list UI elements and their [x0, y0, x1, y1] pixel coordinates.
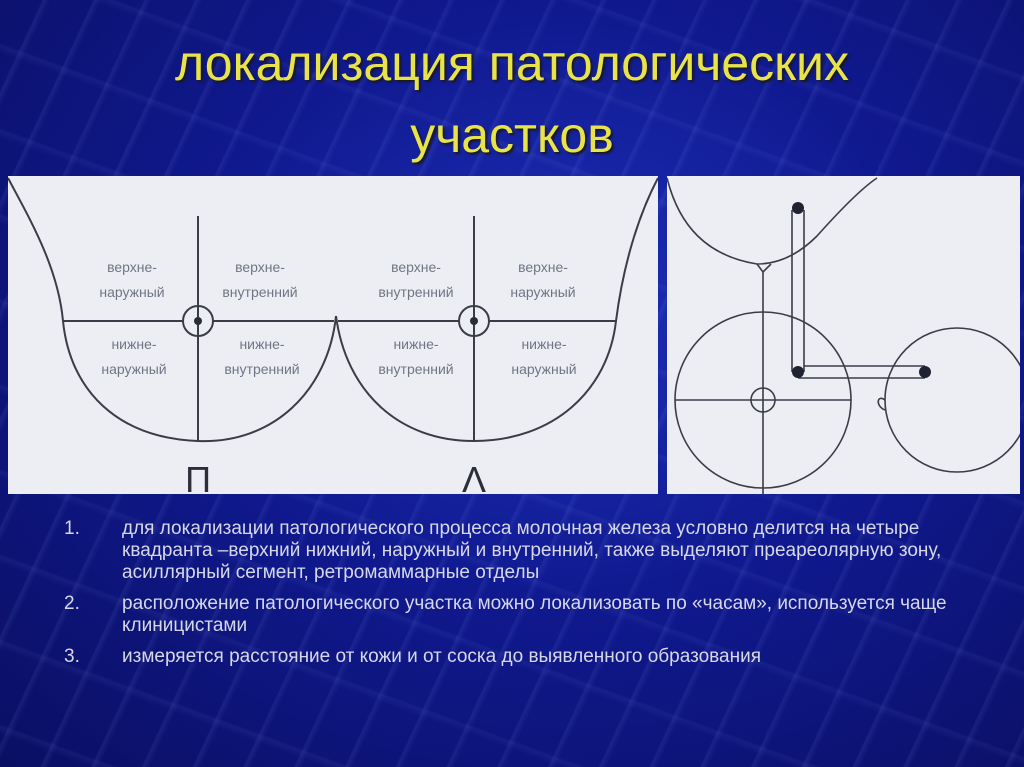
right-breast-contour	[335, 177, 659, 443]
label-left-lower-outer-2: наружный	[101, 361, 166, 377]
label-right-lower-inner-2: внутренний	[378, 361, 453, 377]
list-item-text: для локализации патологического процесса…	[122, 518, 942, 583]
lesion-marker-top	[792, 202, 804, 214]
left-nipple	[182, 305, 214, 337]
left-breast-contour	[7, 177, 337, 443]
list-item: 3. измеряется расстояние от кожи и от со…	[40, 646, 990, 668]
frontal-nipple	[750, 387, 776, 413]
list-item-number: 3.	[64, 646, 80, 667]
label-right-upper-outer-1: верхне-	[518, 259, 568, 275]
label-right-lower-outer-1: нижне-	[521, 336, 566, 352]
list-item: 1. для локализации патологического проце…	[40, 518, 990, 584]
label-left-lower-inner-2: внутренний	[224, 361, 299, 377]
label-right-lower-outer-2: наружный	[511, 361, 576, 377]
label-left-upper-outer-1: верхне-	[107, 259, 157, 275]
side-breast-circle	[884, 327, 1024, 473]
list-item-number: 1.	[64, 518, 80, 539]
lesion-marker-corner	[792, 366, 804, 378]
list-item-text: измеряется расстояние от кожи и от соска…	[122, 646, 761, 667]
label-right-upper-inner-1: верхне-	[391, 259, 441, 275]
label-left-upper-inner-1: верхне-	[235, 259, 285, 275]
lesion-marker-side	[919, 366, 931, 378]
label-right-upper-outer-2: наружный	[510, 284, 575, 300]
list-item: 2. расположение патологического участка …	[40, 593, 990, 637]
lateral-breast-profile	[666, 177, 878, 265]
label-left-upper-inner-2: внутренний	[222, 284, 297, 300]
list-item-number: 2.	[64, 593, 80, 614]
page-title-line2: участков	[410, 107, 614, 163]
list-item-text: расположение патологического участка мож…	[122, 593, 947, 636]
label-right-lower-inner-1: нижне-	[393, 336, 438, 352]
quadrant-diagram: верхне- наружный верхне- внутренний нижн…	[7, 177, 659, 500]
distance-diagram	[666, 177, 1024, 494]
side-letter-left: П	[185, 459, 211, 494]
label-left-lower-outer-1: нижне-	[111, 336, 156, 352]
label-left-lower-inner-1: нижне-	[239, 336, 284, 352]
distance-diagram-panel	[666, 176, 1024, 494]
right-nipple	[458, 305, 490, 337]
explanation-list: 1. для локализации патологического проце…	[40, 518, 990, 677]
page-title-line1: локализация патологических	[175, 35, 849, 91]
label-left-upper-outer-2: наружный	[99, 284, 164, 300]
label-right-upper-inner-2: внутренний	[378, 284, 453, 300]
quadrant-diagram-panel: верхне- наружный верхне- внутренний нижн…	[7, 176, 659, 500]
side-letter-right: Λ	[462, 459, 486, 494]
